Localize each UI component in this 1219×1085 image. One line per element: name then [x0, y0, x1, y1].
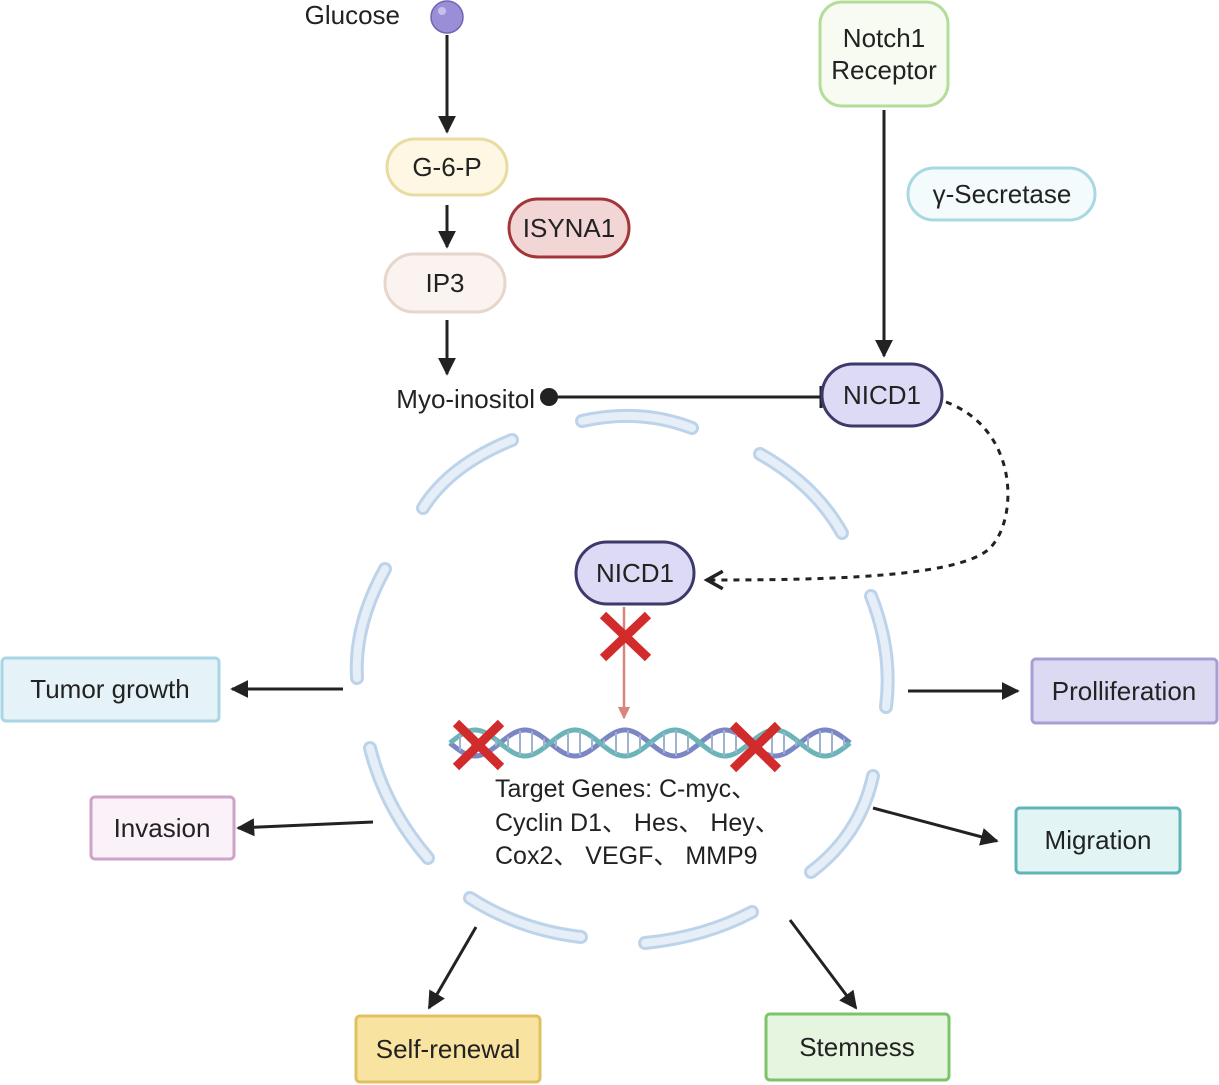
g6p-node: G-6-P	[385, 137, 509, 197]
membrane-segment	[466, 894, 585, 941]
notch1-label-line2: Receptor	[831, 55, 937, 85]
stemness-label: Stemness	[799, 1032, 915, 1062]
secretase-label: γ-Secretase	[933, 179, 1072, 209]
membrane-segment	[641, 908, 756, 947]
membrane-segment	[352, 565, 389, 682]
dna-strand-b	[448, 727, 852, 759]
glucose-label: Glucose	[305, 0, 400, 30]
glucose-icon-highlight	[438, 7, 446, 15]
arrow-to-migration	[872, 806, 999, 846]
membrane-segment	[419, 436, 516, 512]
ip3-node: IP3	[383, 252, 507, 314]
isyna1-node: ISYNA1	[507, 197, 631, 259]
nuclear-membrane	[349, 408, 895, 950]
target-genes-line-2: Cyclin D1、 Hes、 Hey、	[495, 809, 780, 837]
membrane-segment	[867, 592, 892, 711]
membrane-segment	[756, 450, 846, 537]
inhibit-x-icon	[452, 719, 505, 771]
isyna1-label: ISYNA1	[523, 213, 616, 243]
notch1-label-line1: Notch1	[843, 23, 925, 53]
g6p-label: G-6-P	[412, 152, 481, 182]
dashed-translocation-arrow	[707, 400, 1010, 580]
target-genes-line-1: Target Genes: C-myc、	[495, 775, 756, 803]
membrane-segment	[366, 744, 432, 862]
tumor-growth-box: Tumor growth	[0, 656, 221, 723]
inhibit-x-icon	[729, 721, 782, 773]
membrane-segment	[807, 772, 877, 876]
invasion-label: Invasion	[114, 813, 211, 843]
arrow-to-self-renewal	[427, 926, 478, 1010]
tumor-growth-label: Tumor growth	[30, 674, 189, 704]
nicd1-cytoplasm-node: NICD1	[820, 362, 944, 428]
arrow-to-invasion	[236, 818, 374, 837]
membrane-segment	[416, 433, 519, 515]
self-renewal-box: Self-renewal	[354, 1014, 542, 1084]
invasion-box: Invasion	[89, 795, 236, 861]
inhibit-x-icon	[599, 611, 652, 662]
migration-label: Migration	[1045, 825, 1152, 855]
nicd1-nucleus-label: NICD1	[596, 558, 674, 588]
target-genes-line-3: Cox2、 VEGF、 MMP9	[495, 842, 758, 870]
nicd1-cytoplasm-label: NICD1	[843, 380, 921, 410]
proliferation-box: Prolliferation	[1030, 657, 1219, 725]
dna-helix-icon	[448, 727, 852, 759]
membrane-segment	[578, 411, 696, 432]
secretase-node: γ-Secretase	[906, 166, 1097, 222]
notch1-receptor-node: Notch1 Receptor	[818, 0, 950, 108]
proliferation-label: Prolliferation	[1052, 676, 1197, 706]
self-renewal-label: Self-renewal	[376, 1034, 521, 1064]
nicd1-nucleus-node: NICD1	[574, 540, 696, 606]
migration-box: Migration	[1014, 806, 1182, 875]
myo-inositol-label: Myo-inositol	[396, 384, 535, 414]
ip3-label: IP3	[425, 268, 464, 298]
membrane-segment	[804, 769, 880, 879]
stemness-box: Stemness	[764, 1012, 951, 1082]
arrow-to-stemness	[788, 919, 858, 1010]
glucose-icon	[430, 0, 464, 34]
